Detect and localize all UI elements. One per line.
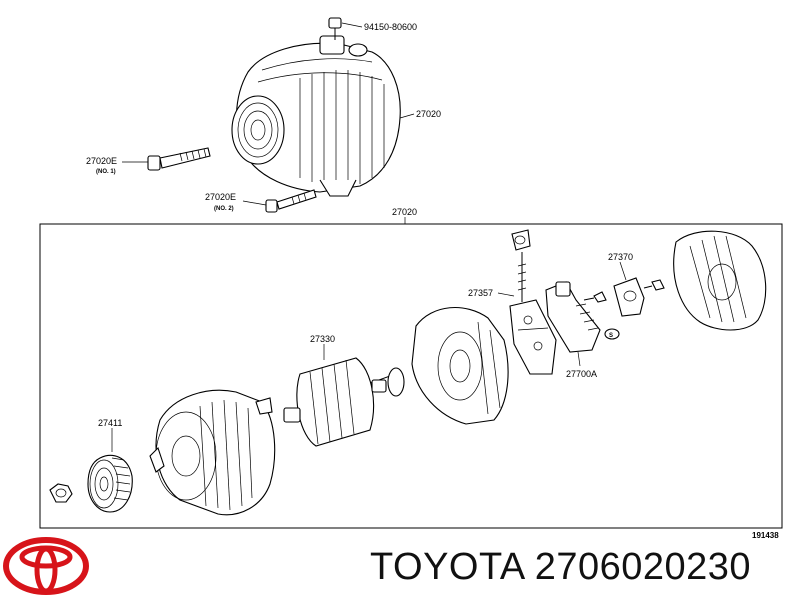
washer-s: S [604,328,620,340]
cover-27370 [613,277,645,317]
label-27020e-no2-sub: (NO. 2) [214,206,234,212]
mounting-bolt-no1 [147,147,211,171]
label-27411: 27411 [98,418,122,428]
mounting-bolt-no2 [265,189,317,213]
brush-holder-27357 [509,229,557,375]
screw-regulator [583,291,607,303]
exploded-view-frame [39,223,783,529]
pulley-27411 [87,454,133,513]
rotor-27330 [283,357,391,447]
label-27020-box: 27020 [392,207,417,217]
label-27020-top: 27020 [416,109,441,119]
label-27370: 27370 [608,252,633,262]
regulator-27700a [545,281,601,353]
label-27357: 27357 [468,288,493,298]
label-27700a: 27700A [566,369,597,379]
alternator-assembly [231,35,401,197]
label-27020e-no2: 27020E [205,192,236,202]
o-ring [387,367,405,397]
drive-end-frame [149,389,276,516]
label-27020e-no1: 27020E [86,156,117,166]
rear-end-frame [411,307,509,425]
brand-name: TOYOTA [370,546,524,588]
rear-cover [673,230,767,331]
pulley-nut [49,483,73,503]
washer-mark: S [609,333,613,339]
screw-cover [643,279,665,291]
label-diagram-code: 191438 [752,531,779,540]
part-number: 2706020230 [534,546,752,588]
terminal-nut [328,17,342,40]
label-27330: 27330 [310,334,335,344]
toyota-logo [3,537,89,595]
caption: TOYOTA 2706020230 [370,546,751,589]
label-27020e-no1-sub: (NO. 1) [96,169,116,175]
label-94150-80600: 94150-80600 [364,22,417,32]
